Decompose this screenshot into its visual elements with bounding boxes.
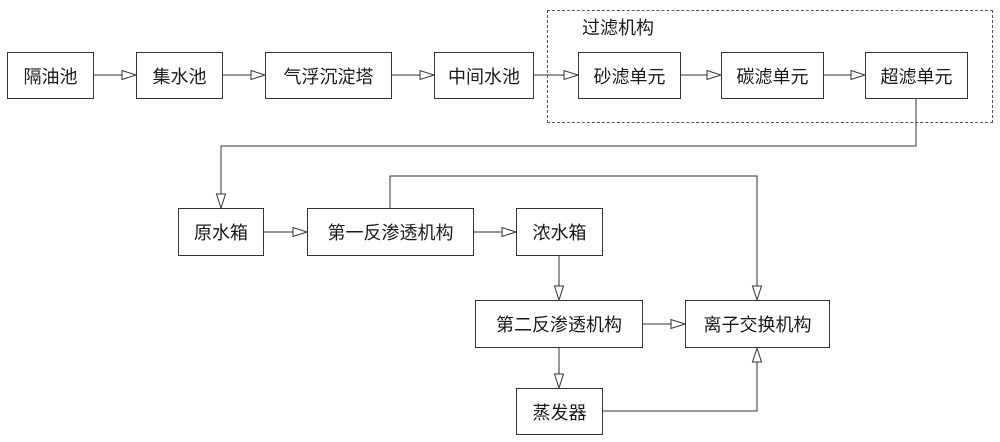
- edge-carbon-filter-to-ultrafiltration: [824, 69, 867, 81]
- edge-intermediate-tank-to-sand-filter-arrowhead: [563, 69, 580, 81]
- edge-concentrate-tank-to-second-ro: [553, 256, 565, 302]
- edge-carbon-filter-to-ultrafiltration-arrowhead: [850, 69, 867, 81]
- edge-first-ro-to-ion-exchange-arrowhead: [751, 285, 763, 302]
- node-sand-filter: 砂滤单元: [578, 52, 681, 99]
- edge-flotation-tower-to-intermediate-tank-arrowhead: [419, 69, 436, 81]
- node-ion-exchange: 离子交换机构: [685, 300, 830, 348]
- edge-flotation-tower-to-intermediate-tank: [392, 69, 436, 81]
- node-oil-separator: 隔油池: [7, 52, 94, 99]
- filtration-group: [547, 10, 993, 123]
- edge-oil-separator-to-collection-tank: [94, 69, 138, 81]
- edge-intermediate-tank-to-sand-filter: [534, 69, 580, 81]
- edge-first-ro-to-concentrate-tank-arrowhead: [501, 226, 518, 238]
- node-ultrafiltration: 超滤单元: [865, 52, 968, 99]
- node-raw-water-tank: 原水箱: [178, 208, 264, 256]
- edge-first-ro-to-ion-exchange-line: [389, 175, 758, 300]
- edge-sand-filter-to-carbon-filter: [681, 69, 723, 81]
- edge-oil-separator-to-collection-tank-arrowhead: [121, 69, 138, 81]
- edge-raw-water-tank-to-first-ro: [264, 226, 309, 238]
- edge-collection-tank-to-flotation-tower-arrowhead: [250, 69, 267, 81]
- edge-ultrafiltration-to-raw-water-tank-arrowhead: [215, 193, 227, 210]
- edge-evaporator-to-ion-exchange-line: [603, 348, 758, 412]
- filtration-group-label: 过滤机构: [582, 18, 654, 39]
- edge-second-ro-to-ion-exchange-arrowhead: [670, 318, 687, 330]
- edge-sand-filter-to-carbon-filter-arrowhead: [706, 69, 723, 81]
- edge-first-ro-to-concentrate-tank: [474, 226, 518, 238]
- edge-second-ro-to-evaporator-arrowhead: [553, 373, 565, 390]
- edge-concentrate-tank-to-second-ro-arrowhead: [553, 285, 565, 302]
- edge-second-ro-to-evaporator: [553, 348, 565, 390]
- node-carbon-filter: 碳滤单元: [721, 52, 824, 99]
- edge-second-ro-to-ion-exchange: [643, 318, 687, 330]
- node-flotation-tower: 气浮沉淀塔: [265, 52, 392, 99]
- edge-evaporator-to-ion-exchange: [603, 346, 763, 412]
- node-intermediate-tank: 中间水池: [434, 52, 534, 99]
- node-concentrate-tank: 浓水箱: [516, 208, 603, 256]
- node-evaporator: 蒸发器: [516, 388, 603, 435]
- node-first-ro: 第一反渗透机构: [307, 208, 474, 256]
- node-collection-tank: 集水池: [136, 52, 223, 99]
- edge-raw-water-tank-to-first-ro-arrowhead: [292, 226, 309, 238]
- node-second-ro: 第二反渗透机构: [475, 300, 643, 348]
- edge-first-ro-to-ion-exchange: [389, 175, 763, 302]
- edge-evaporator-to-ion-exchange-arrowhead: [751, 346, 763, 363]
- edge-collection-tank-to-flotation-tower: [223, 69, 267, 81]
